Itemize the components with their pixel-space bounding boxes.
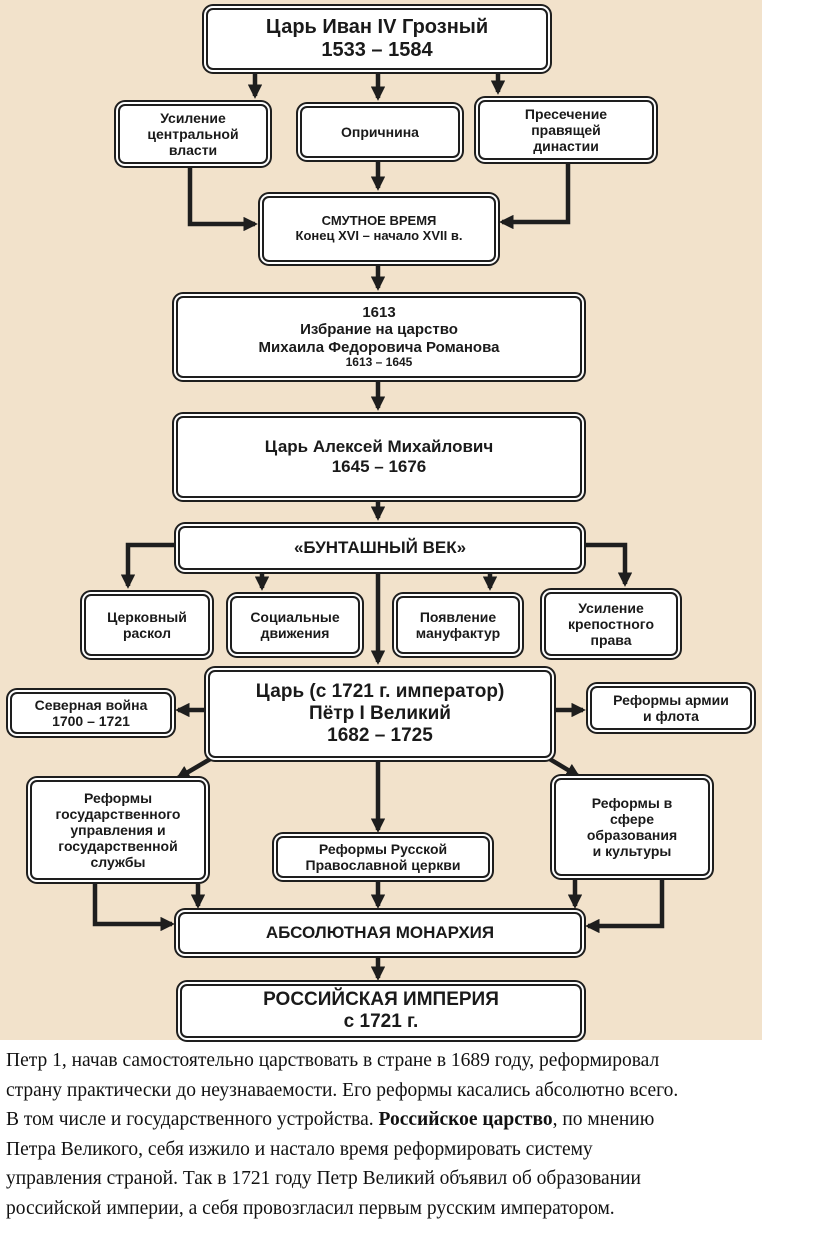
arrow-education-absolutism-right	[585, 878, 665, 934]
caption-line: российской империи, а себя провозгласил …	[6, 1197, 615, 1219]
box-alexei-mikhailovich: Царь Алексей Михайлович 1645 – 1676	[176, 416, 582, 498]
box-church-schism: Церковный раскол	[84, 594, 210, 656]
connector-arrows	[92, 74, 665, 981]
box-serfdom: Усиление крепостного права	[544, 592, 678, 656]
ivan-title: Царь Иван IV Грозный	[265, 16, 489, 38]
box-army-reforms: Реформы армии и флота	[590, 686, 752, 730]
arrow-age-serfdom	[585, 542, 633, 587]
ivan-years: 1533 – 1584	[321, 39, 433, 61]
box-peter-the-great: Царь (с 1721 г. император) Пётр I Велики…	[208, 670, 552, 758]
box-manufactories: Появление мануфактур	[396, 596, 520, 654]
arrow-peter-state	[175, 756, 214, 780]
box-state-reforms: Реформы государственного управления и го…	[30, 780, 206, 880]
box-absolute-monarchy: АБСОЛЮТНАЯ МОНАРХИЯ	[178, 912, 582, 954]
box-church-reforms: Реформы Русской Православной церкви	[276, 836, 490, 878]
caption-line: управления страной. Так в 1721 году Петр…	[6, 1168, 641, 1189]
caption-line: В том числе и государственного устройств…	[6, 1109, 655, 1130]
box-mikhail-romanov: 1613 Избрание на царство Михаила Федоров…	[176, 296, 582, 378]
arrow-dynasty-troubles	[499, 158, 571, 230]
box-education-reforms: Реформы в сфере образования и культуры	[554, 778, 710, 876]
bold-term: Российское царство	[378, 1109, 553, 1130]
arrow-state-absolutism-left	[92, 884, 175, 932]
box-centralization: Усиление центральной власти	[118, 104, 268, 164]
arrow-peter-education	[546, 756, 581, 778]
box-russian-empire: РОССИЙСКАЯ ИМПЕРИЯ с 1721 г.	[180, 984, 582, 1038]
box-rebellious-age: «БУНТАШНЫЙ ВЕК»	[178, 526, 582, 570]
box-time-of-troubles: СМУТНОЕ ВРЕМЯ Конец XVI – начало XVII в.	[262, 196, 496, 262]
arrow-age-schism	[120, 542, 176, 589]
caption-line: Петр 1, начав самостоятельно царствовать…	[6, 1050, 660, 1071]
caption-line: Петра Великого, себя изжило и настало вр…	[6, 1138, 593, 1160]
history-flow-diagram: Царь Иван IV Грозный 1533 – 1584 Усилени…	[0, 0, 762, 1040]
arrow-centralization-troubles	[187, 162, 258, 232]
box-ivan-iv: Царь Иван IV Грозный 1533 – 1584	[206, 8, 548, 70]
box-dynasty-end: Пресечение правящей династии	[478, 100, 654, 160]
caption-line: страну практически до неузнаваемости. Ег…	[6, 1079, 679, 1101]
caption-text: Петр 1, начав самостоятельно царствовать…	[6, 1046, 812, 1223]
box-social-movements: Социальные движения	[230, 596, 360, 654]
box-northern-war: Северная война 1700 – 1721	[10, 692, 172, 734]
box-oprichnina: Опричнина	[300, 106, 460, 158]
